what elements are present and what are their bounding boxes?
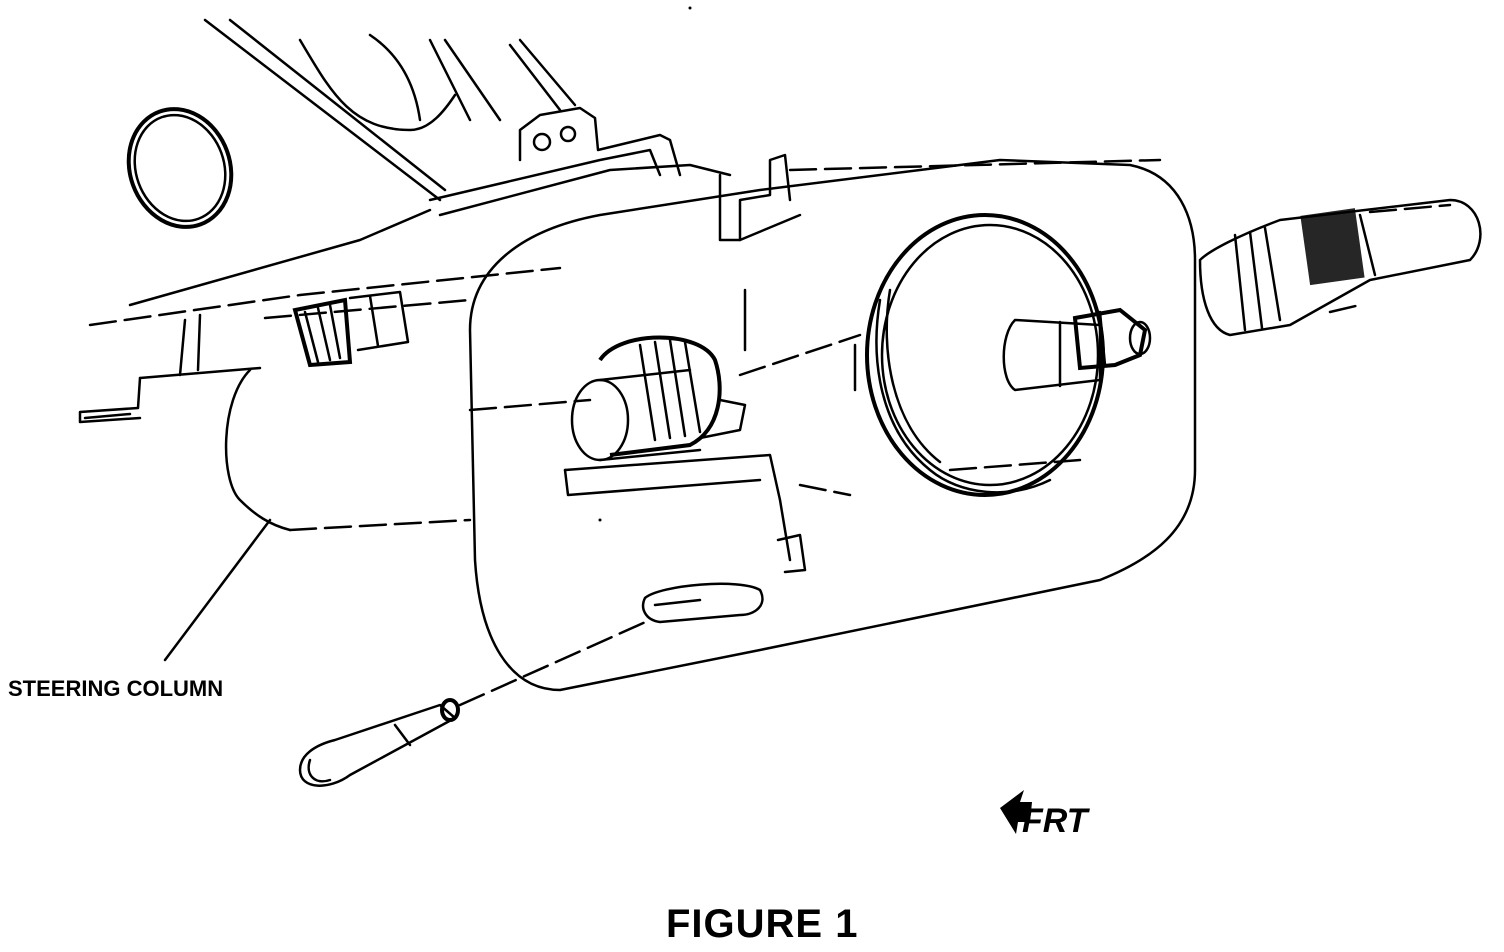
steering-column-label: STEERING COLUMN [8,676,224,701]
lever-slot [563,453,852,624]
knob-assembly [570,335,747,462]
mounting-bracket [428,106,802,242]
ring-part [126,107,234,229]
column-housing [224,368,472,532]
switch-housing [468,158,1197,692]
upper-bracket-lines [203,18,577,202]
column-coupling [292,290,410,368]
steering-column-leader [163,518,272,662]
speck [688,6,692,10]
clock-spring [865,213,1105,497]
lever-stalk [298,618,652,787]
front-arrow-icon [1000,790,1032,834]
center-shaft [1002,307,1152,392]
steering-column-shaft [78,208,562,424]
front-direction-label: FRT [1022,802,1088,840]
speck [598,518,602,522]
figure-caption: FIGURE 1 [666,902,859,946]
wiper-lever [1198,198,1482,337]
